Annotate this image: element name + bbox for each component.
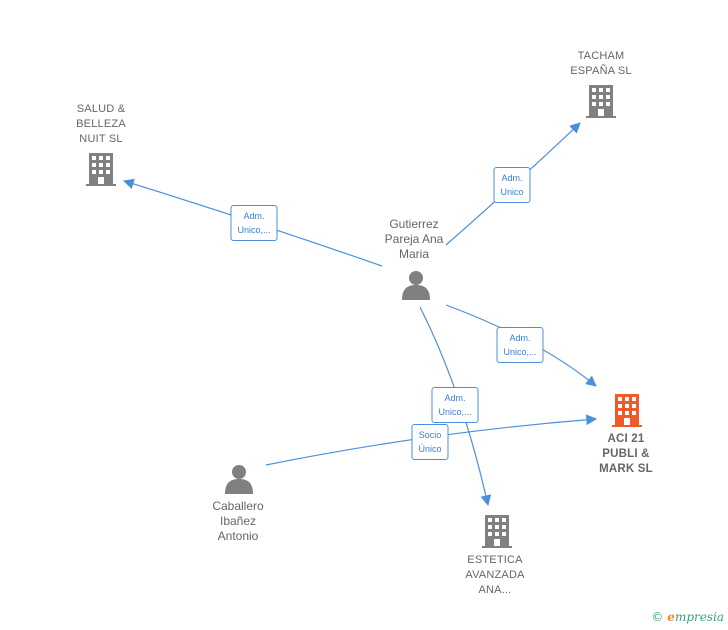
person-icon[interactable] [225,465,253,494]
node-label-aci21[interactable]: ACI 21 PUBLI & MARK SL [599,433,653,475]
building-icon[interactable] [482,515,512,548]
copyright-icon: © [651,610,664,624]
building-icon[interactable] [86,153,116,186]
node-label-tacham[interactable]: TACHAM ESPAÑA SL [570,50,632,77]
brand-logo: ©empresia [651,610,724,624]
edge-label-salud[interactable]: Adm. Unico,... [230,205,278,241]
edge-label-tacham[interactable]: Adm. Unico [493,167,531,203]
edge-label-estetica[interactable]: Adm. Unico,... [431,387,479,423]
building-icon[interactable] [612,394,642,427]
node-label-caballero[interactable]: Caballero Ibañez Antonio [212,499,264,543]
person-icon[interactable] [402,271,430,300]
brand-initial: e [667,610,675,624]
building-icon[interactable] [586,85,616,118]
node-label-gutierrez[interactable]: Gutierrez Pareja Ana Maria [384,217,444,261]
edge-label-aci21[interactable]: Adm. Unico,... [496,327,544,363]
node-label-salud[interactable]: SALUD & BELLEZA NUIT SL [76,103,126,145]
node-label-estetica[interactable]: ESTETICA AVANZADA ANA... [465,554,525,596]
edge-label-caballero-aci21[interactable]: Socio Único [411,424,449,460]
brand-name: mpresia [674,610,724,624]
